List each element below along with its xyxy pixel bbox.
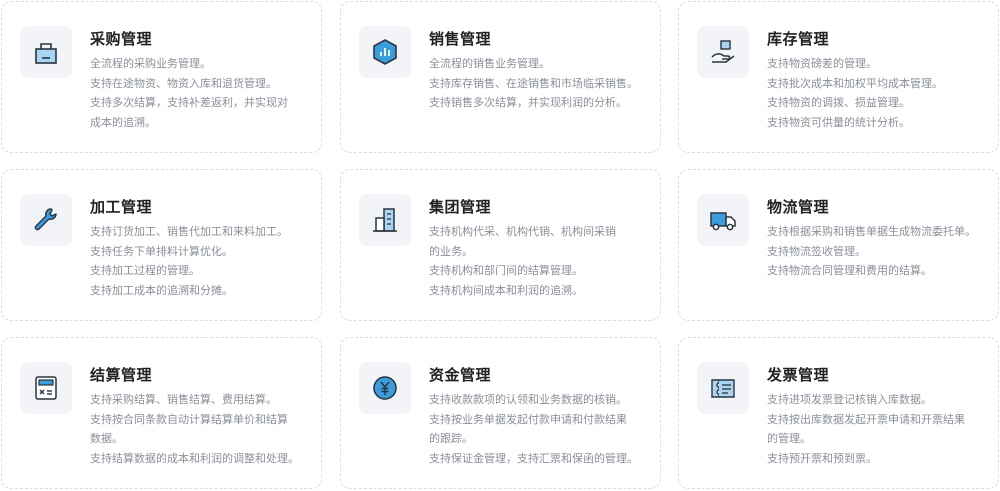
sales-chart-icon [359, 26, 411, 78]
building-icon [359, 194, 411, 246]
desc-line: 数据。 [90, 432, 123, 445]
desc-line: 支持加工成本的追溯和分摊。 [90, 283, 233, 297]
card-settlement[interactable]: 结算管理 支持采购结算、销售结算、费用结算。 支持按合同条款自动计算结算单价和结… [1, 337, 322, 489]
wrench-icon [20, 194, 72, 246]
card-processing[interactable]: 加工管理 支持订货加工、销售代加工和来料加工。 支持任务下单排料计算优化。 支持… [1, 169, 322, 321]
desc-line: 的管理。 [767, 432, 811, 445]
truck-icon [697, 194, 749, 246]
card-logistics[interactable]: 物流管理 支持根据采购和销售单据生成物流委托单。 支持物流签收管理。 支持物流合… [678, 169, 999, 321]
desc-line: 支持机构代采、机构代销、机构间采销 [429, 225, 616, 238]
desc-line: 支持结算数据的成本和利润的调整和处理。 [90, 451, 299, 465]
desc-line: 支持根据采购和销售单据生成物流委托单。 [767, 225, 976, 238]
card-title: 加工管理 [90, 198, 153, 216]
card-title: 结算管理 [90, 366, 153, 384]
card-funds[interactable]: 资金管理 支持收款款项的认领和业务数据的核销。 支持按业务单据发起付款申请和付款… [340, 337, 661, 489]
desc-line: 全流程的销售业务管理。 [429, 57, 550, 70]
card-sales[interactable]: 销售管理 全流程的销售业务管理。 支持库存销售、在途销售和市场临采销售。 支持销… [340, 1, 661, 153]
desc-line: 支持按业务单据发起付款申请和付款结果 [429, 412, 627, 426]
desc-line: 支持加工过程的管理。 [90, 264, 200, 277]
desc-line: 成本的追溯。 [90, 115, 156, 129]
card-description: 支持进项发票登记核销入库数据。 支持按出库数据发起开票申请和开票结果 的管理。 … [767, 390, 965, 468]
desc-line: 的跟踪。 [429, 432, 473, 445]
card-title: 销售管理 [429, 30, 492, 48]
card-description: 支持机构代采、机构代销、机构间采销 的业务。 支持机构和部门间的结算管理。 支持… [429, 222, 616, 300]
desc-line: 支持机构间成本和利润的追溯。 [429, 283, 583, 297]
desc-line: 支持订货加工、销售代加工和来料加工。 [90, 225, 288, 238]
card-title: 资金管理 [429, 366, 492, 384]
shopping-bag-icon [20, 26, 72, 78]
desc-line: 支持预开票和预到票。 [767, 451, 877, 465]
yuan-coin-icon [359, 362, 411, 414]
desc-line: 支持保证金管理，支持汇票和保函的管理。 [429, 451, 638, 465]
desc-line: 支持物流合同管理和费用的结算。 [767, 264, 932, 277]
desc-line: 支持进项发票登记核销入库数据。 [767, 393, 932, 406]
card-title: 物流管理 [767, 198, 830, 216]
card-description: 全流程的销售业务管理。 支持库存销售、在途销售和市场临采销售。 支持销售多次结算… [429, 54, 638, 113]
card-invoice[interactable]: 发票管理 支持进项发票登记核销入库数据。 支持按出库数据发起开票申请和开票结果 … [678, 337, 999, 489]
card-description: 支持采购结算、销售结算、费用结算。 支持按合同条款自动计算结算单价和结算 数据。… [90, 390, 299, 468]
desc-line: 支持销售多次结算，并实现利润的分析。 [429, 96, 627, 109]
card-title: 发票管理 [767, 366, 830, 384]
desc-line: 支持任务下单排料计算优化。 [90, 244, 233, 258]
desc-line: 全流程的采购业务管理。 [90, 57, 211, 70]
desc-line: 支持库存销售、在途销售和市场临采销售。 [429, 76, 638, 90]
calculator-icon [20, 362, 72, 414]
desc-line: 支持物资磅差的管理。 [767, 57, 877, 70]
card-title: 集团管理 [429, 198, 492, 216]
card-description: 支持收款款项的认领和业务数据的核销。 支持按业务单据发起付款申请和付款结果 的跟… [429, 390, 638, 468]
desc-line: 支持多次结算，支持补差返利，并实现对 [90, 96, 288, 109]
desc-line: 支持在途物资、物资入库和退货管理。 [90, 76, 277, 90]
desc-line: 支持批次成本和加权平均成本管理。 [767, 76, 943, 90]
card-title: 库存管理 [767, 30, 830, 48]
card-description: 支持根据采购和销售单据生成物流委托单。 支持物流签收管理。 支持物流合同管理和费… [767, 222, 976, 281]
desc-line: 的业务。 [429, 244, 473, 258]
desc-line: 支持物资可供量的统计分析。 [767, 115, 910, 129]
desc-line: 支持按出库数据发起开票申请和开票结果 [767, 412, 965, 426]
desc-line: 支持机构和部门间的结算管理。 [429, 264, 583, 277]
invoice-ticket-icon [697, 362, 749, 414]
desc-line: 支持物资的调拨、损益管理。 [767, 96, 910, 109]
desc-line: 支持物流签收管理。 [767, 244, 866, 258]
card-purchase[interactable]: 采购管理 全流程的采购业务管理。 支持在途物资、物资入库和退货管理。 支持多次结… [1, 1, 322, 153]
card-description: 支持订货加工、销售代加工和来料加工。 支持任务下单排料计算优化。 支持加工过程的… [90, 222, 288, 300]
card-group[interactable]: 集团管理 支持机构代采、机构代销、机构间采销 的业务。 支持机构和部门间的结算管… [340, 169, 661, 321]
card-inventory[interactable]: 库存管理 支持物资磅差的管理。 支持批次成本和加权平均成本管理。 支持物资的调拨… [678, 1, 999, 153]
desc-line: 支持采购结算、销售结算、费用结算。 [90, 393, 277, 406]
card-title: 采购管理 [90, 30, 153, 48]
inventory-hand-icon [697, 26, 749, 78]
desc-line: 支持按合同条款自动计算结算单价和结算 [90, 412, 288, 426]
card-description: 支持物资磅差的管理。 支持批次成本和加权平均成本管理。 支持物资的调拨、损益管理… [767, 54, 943, 132]
card-description: 全流程的采购业务管理。 支持在途物资、物资入库和退货管理。 支持多次结算，支持补… [90, 54, 288, 132]
desc-line: 支持收款款项的认领和业务数据的核销。 [429, 393, 627, 406]
